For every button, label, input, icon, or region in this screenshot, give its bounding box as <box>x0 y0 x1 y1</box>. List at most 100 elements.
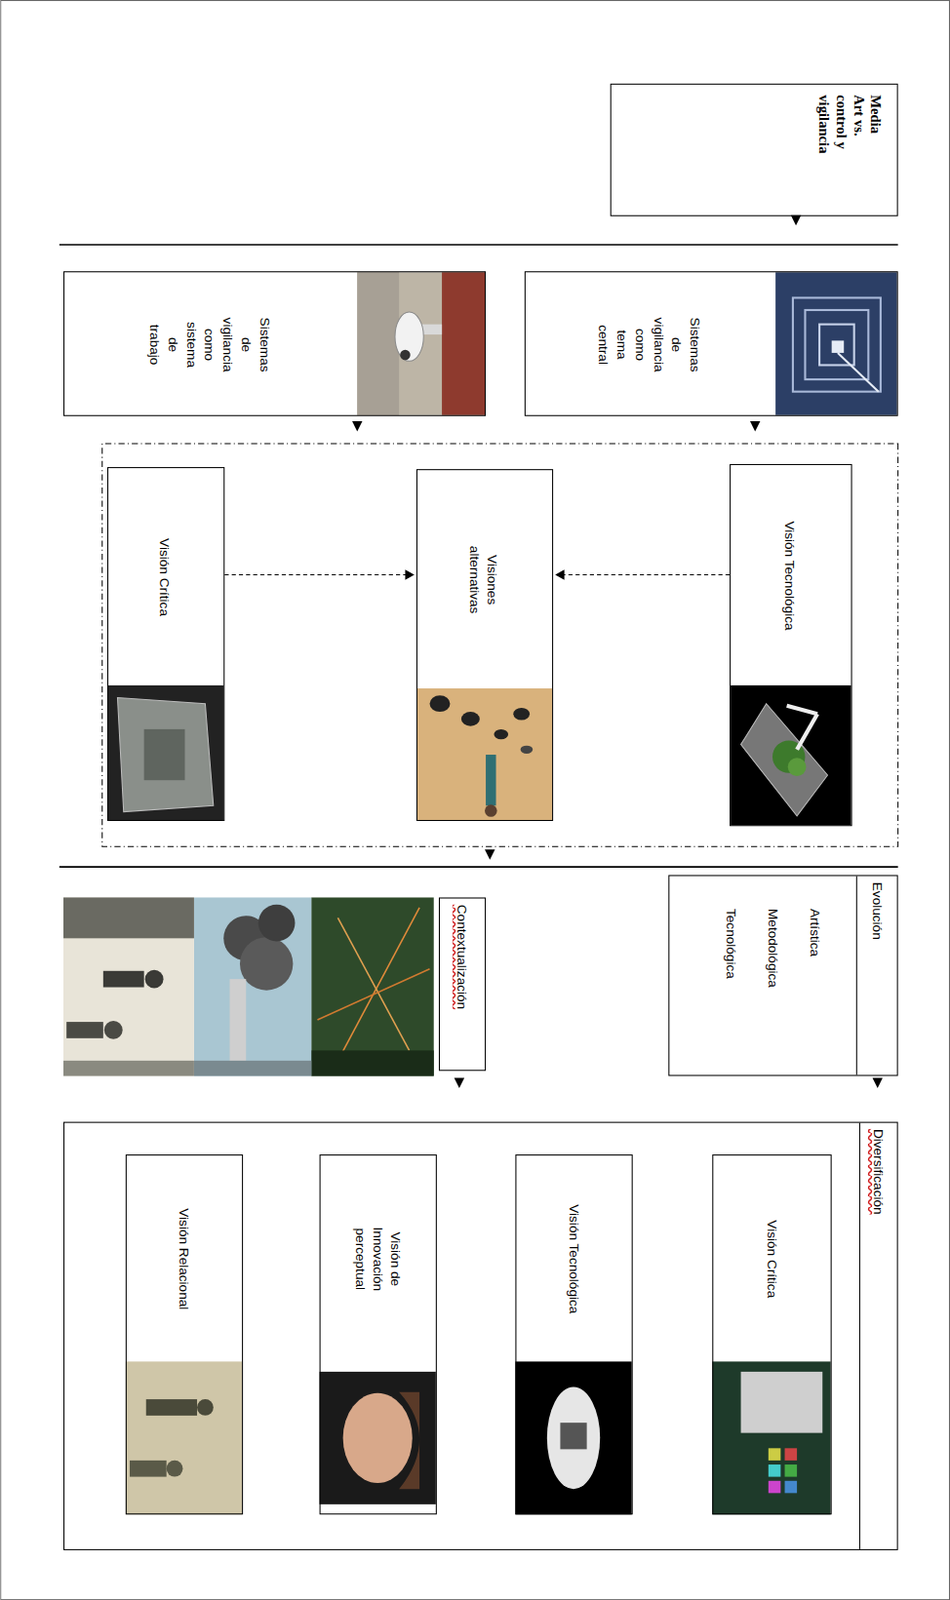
evolution-box: Evolución Artística Metodológica Tecnológ… <box>668 874 898 1076</box>
crowd-image <box>63 897 195 1076</box>
text-area: Visión de Innovación perceptual <box>320 1155 436 1363</box>
text-area: Visión Tecnológica <box>515 1155 632 1363</box>
night-scene-image <box>311 1050 435 1076</box>
tower-smoke-image <box>239 937 293 990</box>
tower-smoke-image <box>258 905 296 943</box>
box-label: Visión Crítica <box>763 1220 782 1299</box>
web-interface-image <box>712 1361 831 1515</box>
installation-image <box>730 685 851 826</box>
box-label: Visiones alternativas <box>466 534 502 627</box>
camera-image <box>356 272 485 415</box>
screen-image <box>108 685 224 821</box>
text-area: Visión Relacional <box>126 1155 242 1363</box>
connector-line <box>563 574 730 576</box>
screen-image <box>117 697 213 812</box>
screen-image <box>108 685 224 821</box>
face-image <box>319 1372 436 1505</box>
crowd-image <box>63 1061 195 1077</box>
box-label: Diversificación <box>870 1129 888 1216</box>
text-area: Media Art vs. control y vigilancia <box>609 84 898 218</box>
night-scene-image <box>337 917 409 1051</box>
gallery-image <box>129 1461 167 1478</box>
tower-smoke-image <box>194 897 312 1076</box>
crowd-image <box>103 971 145 989</box>
installation-image <box>741 704 829 817</box>
box-label: Sistemas de vigilancia como tema central <box>593 317 705 373</box>
box-label: Visión Tecnológica <box>565 1204 584 1314</box>
box-label: Media Art vs. control y vigilancia <box>815 94 885 154</box>
floor-figure-image <box>417 688 553 821</box>
vision-box: Visión Crítica <box>107 467 225 822</box>
crowd-image <box>63 897 195 1076</box>
crowd-image <box>145 970 164 990</box>
web-interface-image <box>768 1464 782 1478</box>
camera-image <box>399 350 410 360</box>
box-label: Visión Tecnológica <box>781 520 799 631</box>
rfid-chip-image <box>831 340 845 354</box>
gallery-image <box>125 1361 242 1515</box>
floor-figure-image <box>485 754 496 806</box>
rfid-chip-image <box>775 272 897 415</box>
arrowhead <box>554 569 564 580</box>
arrowhead <box>791 215 801 226</box>
hand-image <box>559 1423 587 1450</box>
floor-figure-image <box>513 708 530 721</box>
web-interface-image <box>712 1361 831 1515</box>
rfid-chip-image <box>837 353 879 393</box>
tower-smoke-image <box>194 1061 312 1077</box>
arrowhead <box>872 1078 883 1089</box>
box-label: Visión de Innovación perceptual <box>352 1213 404 1306</box>
camera-image <box>441 272 485 415</box>
text-area: Visión Tecnológica <box>728 465 852 687</box>
text-area: Visión Crítica <box>712 1155 831 1363</box>
web-interface-image <box>768 1481 782 1495</box>
text-area: Visiones alternativas <box>415 470 553 690</box>
night-scene-image <box>337 908 420 1062</box>
floor-figure-image <box>430 695 451 713</box>
gallery-image <box>125 1361 242 1515</box>
floor-figure-image <box>484 804 498 818</box>
web-interface-image <box>785 1448 798 1462</box>
web-interface-image <box>768 1448 782 1462</box>
gallery-image <box>166 1461 184 1478</box>
installation-image <box>788 757 807 777</box>
web-interface-image <box>785 1464 798 1478</box>
arrowhead <box>484 849 495 860</box>
text-area: Sistemas de vigilancia como tema central <box>523 272 775 418</box>
camera-image <box>356 272 485 415</box>
installation-image <box>796 713 818 751</box>
web-interface-image <box>741 1372 824 1434</box>
text-area: Artística Metodológica Tecnológica <box>669 876 856 1076</box>
rfid-chip-image <box>819 324 855 366</box>
text-area: Contextualización <box>439 899 485 1071</box>
divider-line <box>59 866 899 869</box>
vision-box: Visión Tecnológica <box>729 464 853 827</box>
tower-smoke-image <box>230 979 247 1071</box>
gallery-image <box>197 1399 214 1417</box>
arrowhead <box>404 569 414 580</box>
box-label: Evolución <box>868 882 886 941</box>
face-image <box>319 1372 436 1505</box>
night-scene-image <box>316 969 430 1021</box>
vision-box: Visiones alternativas <box>416 469 554 822</box>
box-label: Visión Relacional <box>175 1208 194 1310</box>
web-interface-image <box>785 1481 798 1495</box>
text-area: Diversificación <box>859 1123 898 1550</box>
rfid-chip-image <box>775 272 897 415</box>
arrowhead <box>454 1078 465 1089</box>
camera-image <box>356 272 399 415</box>
rfid-chip-image <box>804 310 869 380</box>
category-box: Sistemas de vigilancia como tema central <box>524 271 899 417</box>
rfid-chip-image <box>792 297 881 392</box>
night-scene-image <box>311 897 435 1076</box>
installation-image <box>787 706 818 714</box>
context-label-box: Contextualización <box>438 897 486 1071</box>
gallery-image <box>146 1399 198 1417</box>
vision-box: Visión Tecnológica <box>514 1154 633 1515</box>
crowd-image <box>63 897 195 939</box>
connector-line <box>224 574 406 576</box>
installation-image <box>730 685 851 826</box>
